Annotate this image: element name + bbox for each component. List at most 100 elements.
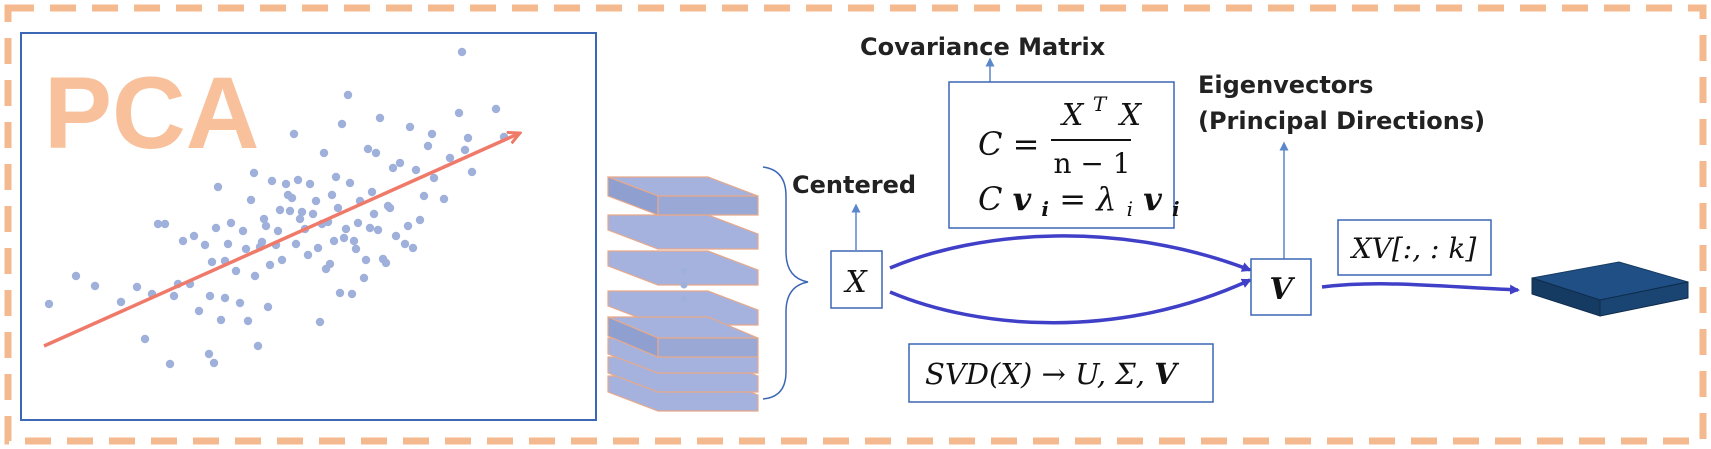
scatter-point [216, 315, 226, 325]
scatter-point [265, 260, 275, 270]
centered-label: Centered [792, 171, 916, 199]
principal-axis-arrow [43, 133, 520, 348]
svd-formula-box [908, 343, 1214, 403]
scatter-point [71, 271, 81, 281]
scatter-point [371, 148, 381, 158]
data-stack-top [607, 176, 759, 326]
scatter-point [277, 255, 287, 265]
scatter-point [319, 148, 329, 158]
eigen-i-left: i [1041, 197, 1049, 221]
scatter-point [427, 129, 437, 139]
scatter-point [329, 236, 339, 246]
scatter-point [345, 178, 355, 188]
scatter-point [408, 243, 418, 253]
scatter-point [343, 90, 353, 100]
scatter-point [363, 144, 373, 154]
scatter-point [178, 236, 188, 246]
scatter-point [189, 231, 199, 241]
scatter-point [439, 194, 449, 204]
scatter-point [365, 223, 375, 233]
scatter-point [308, 209, 318, 219]
scatter-point [257, 237, 267, 247]
scatter-point [311, 196, 321, 206]
scatter-point [339, 233, 349, 243]
scatter-point [205, 291, 215, 301]
scatter-point [400, 239, 410, 249]
scatter-point [220, 293, 230, 303]
eigenvectors-label-line2: (Principal Directions) [1198, 107, 1485, 135]
scatter-points [44, 47, 509, 369]
eigen-eq-mid: = λ [1059, 180, 1116, 218]
scatter-point [231, 266, 241, 276]
scatter-point [153, 219, 163, 229]
projection-box [1337, 219, 1492, 276]
cov-numerator: X T X [1060, 84, 1143, 133]
eigen-c: C [978, 180, 1002, 218]
scatter-point [411, 165, 421, 175]
scatter-point [273, 226, 283, 236]
scatter-point [241, 244, 251, 254]
scatter-point [337, 119, 347, 129]
svd-formula: SVD(X) → U, Σ, V [925, 357, 1179, 391]
scatter-point [204, 349, 214, 359]
v-matrix-box [1250, 258, 1312, 316]
scatter-point [445, 153, 455, 163]
scatter-point [44, 299, 54, 309]
scatter-point [415, 215, 425, 225]
scatter-point [333, 203, 343, 213]
scatter-point [160, 219, 170, 229]
scatter-point [250, 271, 260, 281]
scatter-point [353, 218, 363, 228]
scatter-point [305, 179, 315, 189]
scatter-point [90, 281, 100, 291]
x-matrix-label: X [843, 265, 868, 300]
scatter-point [223, 239, 233, 249]
cov-num-tail: X [1118, 98, 1143, 133]
scatter-point [140, 334, 150, 344]
scatter-point [194, 306, 204, 316]
scatter-point [267, 176, 277, 186]
data-stack-bottom [607, 316, 759, 412]
dashed-frame [4, 4, 1707, 445]
scatter-point [295, 214, 305, 224]
eigen-v-left: v [1013, 180, 1032, 218]
eigen-i-right: i [1172, 197, 1180, 221]
scatter-point [235, 298, 245, 308]
flow-arrow-output [1321, 282, 1520, 295]
scatter-point [454, 108, 464, 118]
scatter-point [211, 223, 221, 233]
scatter-point [253, 341, 263, 351]
scatter-point [209, 358, 219, 368]
covariance-formula-box [948, 81, 1175, 229]
scatter-point [347, 289, 357, 299]
scatter-point [165, 359, 175, 369]
stack-dots [680, 267, 688, 303]
x-matrix-box [830, 250, 883, 309]
scatter-point [238, 226, 248, 236]
scatter-point [335, 288, 345, 298]
reduced-output-slab [1531, 261, 1689, 317]
scatter-point [361, 255, 371, 265]
v-matrix-label: V [1269, 272, 1295, 307]
scatter-point [293, 175, 303, 185]
cov-num-sup: T [1093, 92, 1108, 116]
scatter-point [341, 224, 351, 234]
scatter-point [457, 47, 467, 57]
scatter-point [287, 193, 297, 203]
svd-v: V [1154, 357, 1179, 391]
eigen-lambda-i: i [1127, 197, 1133, 221]
scatter-point [385, 203, 395, 213]
scatter-point [423, 141, 433, 151]
projection-formula: XV[:, : k] [1350, 232, 1477, 265]
scatter-point [207, 257, 217, 267]
scatter-point [359, 273, 369, 283]
scatter-point [349, 236, 359, 246]
scatter-point [297, 207, 307, 217]
scatter-point [405, 122, 415, 132]
scatter-point [391, 231, 401, 241]
scatter-point [369, 209, 379, 219]
eigen-v-right: v [1143, 180, 1162, 218]
scatter-point [313, 243, 323, 253]
flow-arrow-lower [889, 278, 1252, 325]
